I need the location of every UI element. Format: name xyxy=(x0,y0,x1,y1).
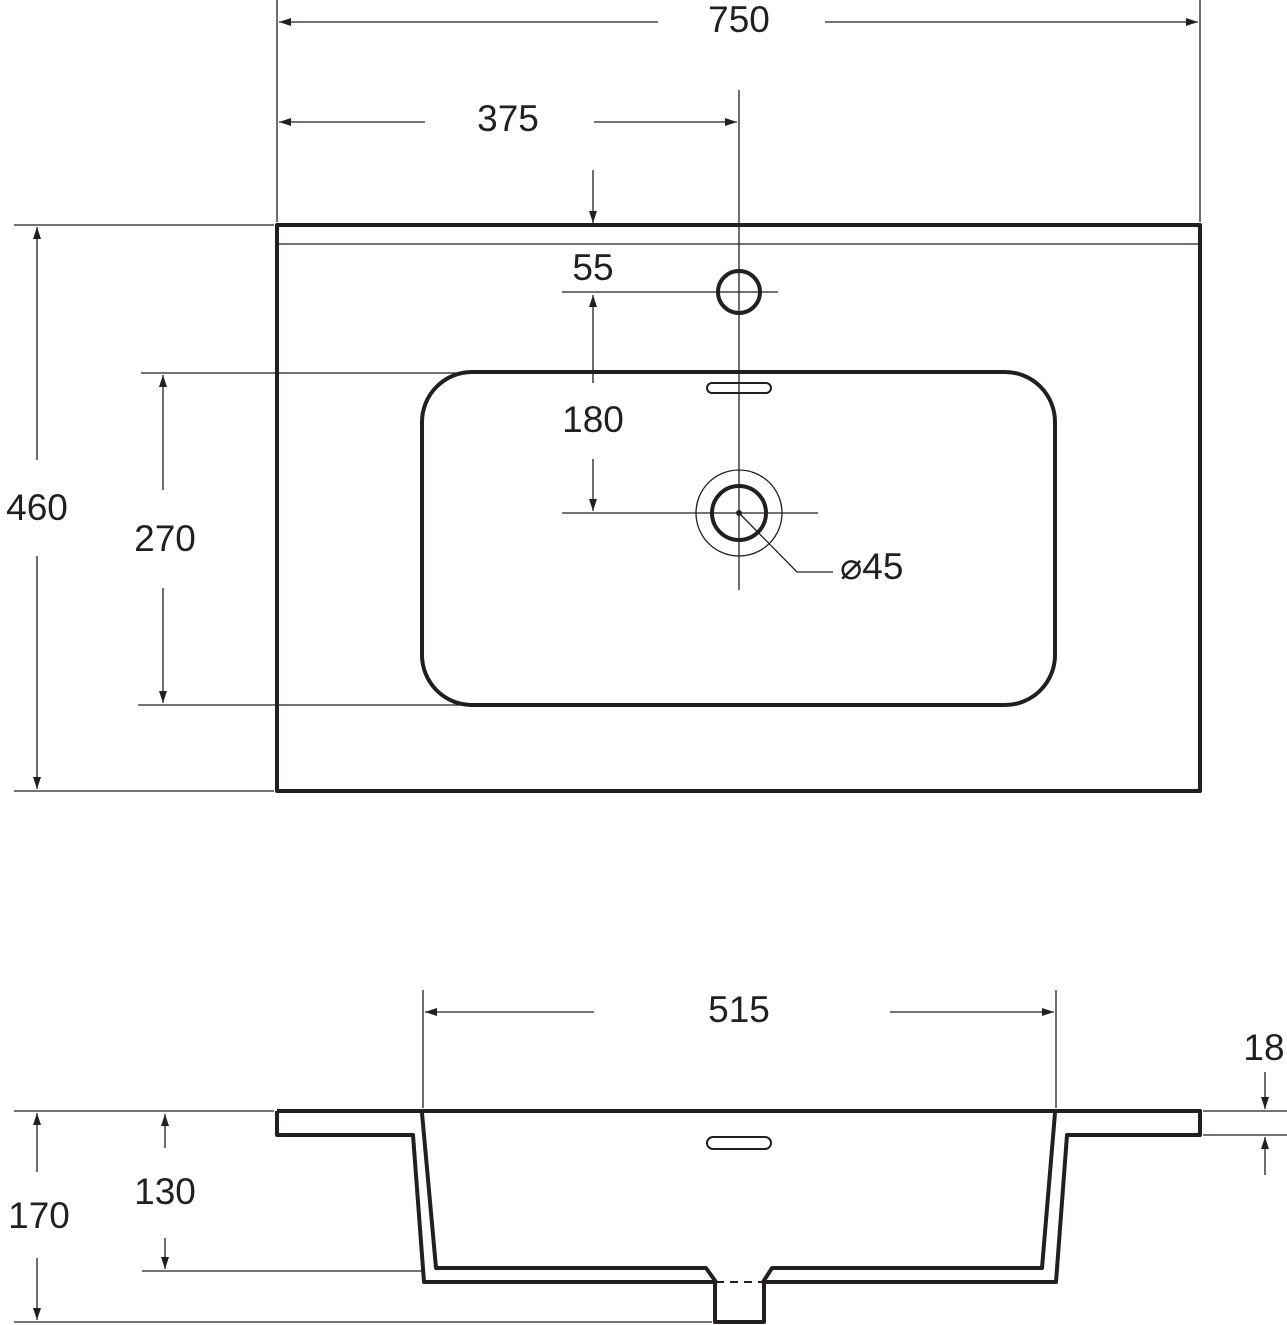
diameter-leader xyxy=(740,514,833,573)
dim-drain-diameter: ⌀45 xyxy=(840,546,903,587)
dim-overall-height: 170 xyxy=(8,1195,70,1236)
dim-rim-thickness: 18 xyxy=(1243,1027,1284,1068)
side-view: 515 18 130 170 xyxy=(8,989,1287,1324)
basin-profile-outer xyxy=(275,1109,1202,1324)
overflow-slot-side xyxy=(706,1136,772,1150)
top-view: 750 375 55 180 ⌀45 460 270 xyxy=(6,0,1202,793)
dim-bowl-depth: 270 xyxy=(134,518,196,559)
dim-overall-depth: 460 xyxy=(6,487,68,528)
dim-drain-offset: 180 xyxy=(562,399,624,440)
dim-tap-hole-offset: 55 xyxy=(572,247,613,288)
basin-profile-inner xyxy=(420,1112,718,1284)
basin-profile-inner-right xyxy=(761,1112,1057,1284)
dim-overall-width: 750 xyxy=(708,0,770,40)
dim-bowl-height: 130 xyxy=(134,1171,196,1212)
dim-center-offset: 375 xyxy=(477,98,539,139)
dim-bowl-width: 515 xyxy=(708,989,770,1030)
